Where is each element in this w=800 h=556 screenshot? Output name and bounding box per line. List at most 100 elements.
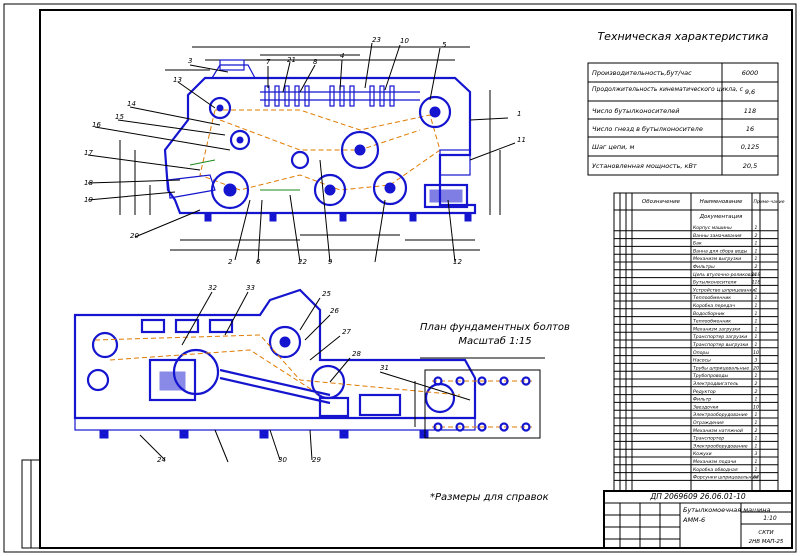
spec-header-designation: Обозначение xyxy=(642,199,681,205)
callout-27: 27 xyxy=(342,328,351,336)
org-name: СКТИ xyxy=(758,530,773,536)
callout-1: 1 xyxy=(517,110,521,118)
spec-table xyxy=(613,192,779,492)
spec-item-name: Кожухи xyxy=(693,451,712,457)
tech-label: Число бутылконосителей xyxy=(592,107,679,115)
spec-item-name: Механизм загрузки xyxy=(693,326,740,332)
tech-value: 20,5 xyxy=(743,162,757,170)
callout-11: 11 xyxy=(517,136,526,144)
callout-24: 24 xyxy=(157,456,166,464)
spec-item-name: Ограждения xyxy=(693,420,724,426)
spec-item-name: Опоры xyxy=(693,350,709,356)
tech-label: Производительность,бут/час xyxy=(592,69,692,77)
spec-item-qty: 1 xyxy=(755,303,758,309)
callout-30: 30 xyxy=(278,456,287,464)
spec-item-name: Редуктор xyxy=(693,389,716,395)
foundation-scale: Масштаб 1:15 xyxy=(458,335,531,347)
callout-29: 29 xyxy=(312,456,321,464)
spec-item-qty: 1 xyxy=(755,412,758,418)
spec-item-qty: 118 xyxy=(752,272,761,278)
callout-12: 12 xyxy=(453,258,462,266)
tech-rows: Производительность,бут/час 6000 Продолжи… xyxy=(592,69,759,170)
callout-18: 18 xyxy=(84,179,93,187)
callout-3: 3 xyxy=(188,57,192,65)
spec-item-qty: 2 xyxy=(755,381,758,387)
callout-22: 22 xyxy=(298,258,307,266)
doc-code: ДП 2069609 26.06.01-10 xyxy=(649,492,746,501)
callout-33: 33 xyxy=(246,284,255,292)
spec-item-qty: 10 xyxy=(753,350,759,356)
spec-item-qty: 1 xyxy=(755,334,758,340)
callout-8: 8 xyxy=(313,58,318,66)
spec-item-qty: 3 xyxy=(755,451,758,457)
spec-item-qty: 64 xyxy=(753,475,759,481)
tech-value: 0,125 xyxy=(741,143,760,151)
spec-item-qty: 1 xyxy=(755,436,758,442)
callout-31: 31 xyxy=(380,364,389,372)
tech-value: 16 xyxy=(746,125,754,133)
foundation-plan xyxy=(414,357,545,439)
sheet-frame xyxy=(39,9,793,549)
spec-item-qty: 1 xyxy=(755,287,758,293)
spec-item-qty: 1 xyxy=(755,295,758,301)
callout-32: 32 xyxy=(208,284,217,292)
product-model: АММ-6 xyxy=(682,516,705,524)
spec-item-name: Транспортер xyxy=(693,436,724,442)
callout-21: 21 xyxy=(287,56,296,64)
callout-28: 28 xyxy=(352,350,361,358)
spec-item-qty: 1 xyxy=(755,373,758,379)
tech-table xyxy=(587,62,779,176)
spec-item-name: Электродвигатель xyxy=(692,381,739,387)
spec-item-name: Электрооборудование xyxy=(692,412,748,418)
bolt-holes xyxy=(433,376,531,432)
spec-item-qty: 2 xyxy=(755,233,758,239)
spec-item-name: Трубы шприцевальные xyxy=(693,365,749,371)
callout-23: 23 xyxy=(372,36,381,44)
spec-item-name: Бак xyxy=(693,241,702,247)
spec-item-qty: 2 xyxy=(755,428,758,434)
title-block xyxy=(603,490,793,549)
tech-label: Установленная мощность, кВт xyxy=(592,162,697,170)
spec-item-name: Механизм натяжной xyxy=(693,428,743,434)
spec-item-qty: 1 xyxy=(755,420,758,426)
spec-item-name: Коробка передач xyxy=(693,303,735,309)
tech-label: Число гнезд в бутылконосителе xyxy=(592,125,703,133)
callout-25: 25 xyxy=(322,290,331,298)
spec-header-name: Наименование xyxy=(700,199,743,205)
spec-item-name: Теплообменник xyxy=(693,319,731,325)
callout-9: 9 xyxy=(328,258,333,266)
callout-26: 26 xyxy=(330,307,339,315)
sheet-outer-border xyxy=(3,3,797,553)
callout-5: 5 xyxy=(442,41,447,49)
spec-item-qty: 1 xyxy=(755,459,758,465)
callout-20: 20 xyxy=(130,232,139,240)
foundation-title: План фундаментных болтов xyxy=(420,321,570,333)
spec-item-name: Транспортер выгрузки xyxy=(693,342,748,348)
spec-header-note: Приме-чание xyxy=(753,199,784,205)
callout-7: 7 xyxy=(266,58,271,66)
tech-label: Шаг цепи, м xyxy=(592,143,634,151)
spec-item-qty: 20 xyxy=(753,365,759,371)
callout-6: 6 xyxy=(256,258,261,266)
tech-title: Техническая характеристика xyxy=(597,30,768,43)
callout-13: 13 xyxy=(173,76,182,84)
callout-17: 17 xyxy=(84,149,93,157)
spec-item-name: Насосы xyxy=(693,358,711,364)
tech-value: 6000 xyxy=(742,69,759,77)
tech-value: 118 xyxy=(744,107,756,115)
spec-headers: Обозначение Наименование Приме-чание Док… xyxy=(642,199,785,220)
callout-19: 19 xyxy=(84,196,93,204)
tech-value: 9,6 xyxy=(745,88,755,96)
spec-item-name: Звездочки xyxy=(693,404,718,410)
callout-2: 2 xyxy=(228,258,233,266)
spec-item-name: Бутылконосители xyxy=(693,280,736,286)
spec-item-name: Теплообменник xyxy=(693,295,731,301)
spec-item-qty: 3 xyxy=(755,358,758,364)
callout-16: 16 xyxy=(92,121,101,129)
spec-item-name: Ванны замачивания xyxy=(693,233,742,239)
machine-side-view xyxy=(73,288,477,463)
product-name: Бутылкомоечная машина xyxy=(683,506,771,514)
spec-item-qty: 1 xyxy=(755,225,758,231)
